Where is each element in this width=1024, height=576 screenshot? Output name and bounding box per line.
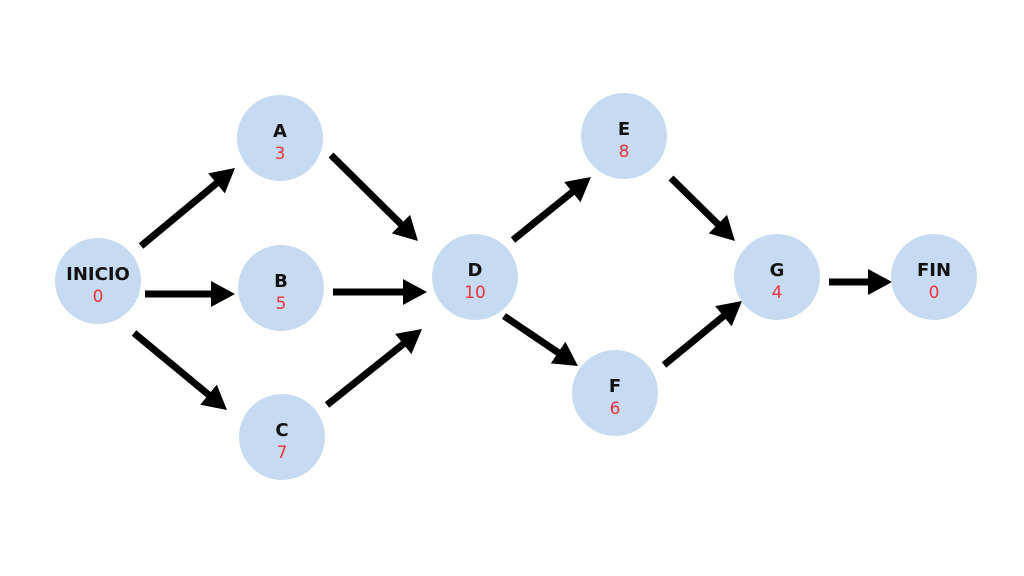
edge-inicio-c: [131, 330, 227, 410]
edge-c-d: [324, 329, 422, 408]
edge-inicio-a: [138, 168, 235, 249]
node-name: F: [609, 376, 621, 397]
arrow-line: [324, 340, 408, 408]
arrow-head-icon: [395, 329, 422, 355]
edge-inicio-b: [145, 281, 235, 307]
arrow-head-icon: [715, 301, 742, 327]
node-name: E: [618, 119, 630, 140]
edge-b-d: [333, 279, 427, 305]
node-circle: [572, 350, 658, 436]
node-name: B: [274, 271, 288, 292]
node-name: G: [770, 260, 785, 281]
node-b: B5: [238, 245, 324, 331]
node-circle: [891, 234, 977, 320]
node-duration: 7: [277, 443, 288, 463]
node-f: F6: [572, 350, 658, 436]
node-circle: [239, 394, 325, 480]
arrow-head-icon: [868, 269, 892, 295]
edge-d-f: [502, 313, 578, 366]
node-circle: [432, 234, 518, 320]
arrow-line: [328, 152, 405, 229]
node-c: C7: [239, 394, 325, 480]
node-duration: 0: [93, 287, 104, 307]
node-duration: 3: [275, 144, 286, 164]
node-circle: [734, 234, 820, 320]
arrow-line: [510, 188, 577, 243]
node-name: INICIO: [66, 264, 130, 285]
node-a: A3: [237, 95, 323, 181]
arrow-head-icon: [403, 279, 427, 305]
node-duration: 6: [610, 399, 621, 419]
node-name: D: [468, 260, 483, 281]
arrow-line: [138, 179, 221, 249]
node-name: A: [273, 121, 287, 142]
edge-e-g: [668, 175, 735, 241]
node-duration: 5: [276, 294, 287, 314]
arrow-head-icon: [211, 281, 235, 307]
edge-a-d: [328, 152, 418, 241]
node-circle: [581, 93, 667, 179]
arrow-line: [131, 330, 213, 399]
node-duration: 10: [464, 283, 486, 303]
node-name: C: [275, 420, 288, 441]
arrow-line: [502, 313, 562, 357]
arrow-head-icon: [564, 177, 591, 203]
node-circle: [238, 245, 324, 331]
edges-layer: [131, 152, 892, 410]
arrow-head-icon: [200, 384, 227, 410]
node-d: D10: [432, 234, 518, 320]
arrow-head-icon: [208, 168, 235, 194]
arrow-line: [661, 312, 728, 368]
node-duration: 8: [619, 142, 630, 162]
edge-f-g: [661, 301, 742, 368]
arrow-head-icon: [550, 341, 578, 366]
node-duration: 0: [929, 283, 940, 303]
arrow-line: [668, 175, 722, 229]
node-name: FIN: [917, 260, 951, 281]
node-g: G4: [734, 234, 820, 320]
node-circle: [55, 238, 141, 324]
edge-d-e: [510, 177, 591, 243]
arrow-head-icon: [391, 214, 418, 241]
node-e: E8: [581, 93, 667, 179]
edge-g-fin: [829, 269, 892, 295]
node-circle: [237, 95, 323, 181]
node-duration: 4: [772, 283, 783, 303]
arrow-head-icon: [708, 214, 735, 241]
